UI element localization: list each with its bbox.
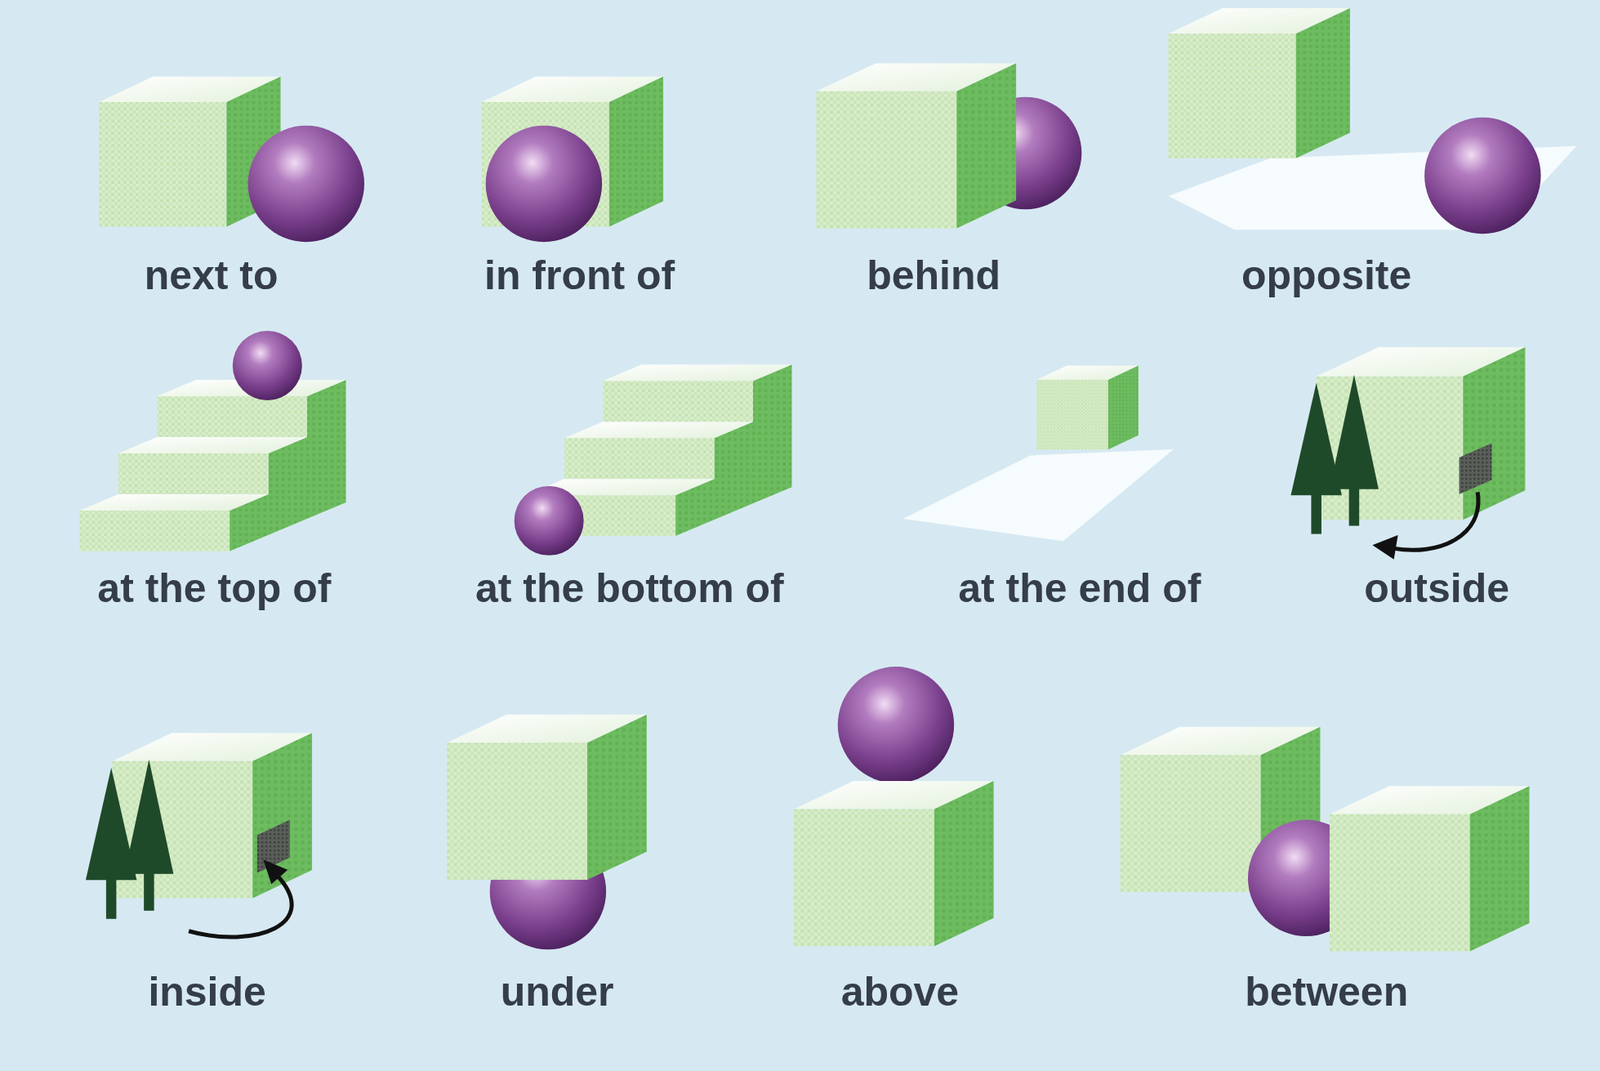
scene-outside <box>1290 347 1525 560</box>
scene-under <box>446 714 647 950</box>
preposition-label: in front of <box>484 253 675 299</box>
scene-behind <box>815 62 1082 228</box>
scene-at-the-end-of <box>903 365 1174 541</box>
preposition-label: above <box>841 969 960 1015</box>
scene-in-front-of <box>481 76 664 242</box>
scene-next-to <box>98 76 365 242</box>
scene-above <box>793 666 994 946</box>
scene-inside <box>85 732 312 937</box>
preposition-label: under <box>500 969 615 1015</box>
scene-between <box>1120 726 1530 952</box>
preposition-label: outside <box>1363 566 1510 611</box>
scene-opposite <box>1168 8 1578 234</box>
preposition-label: between <box>1244 969 1409 1015</box>
scene-at-the-bottom-of <box>514 364 793 556</box>
scene-at-the-top-of <box>79 330 346 552</box>
preposition-label: at the top of <box>97 566 331 611</box>
preposition-label: next to <box>144 253 279 299</box>
preposition-label: opposite <box>1241 253 1412 299</box>
preposition-label: at the bottom of <box>475 566 785 611</box>
preposition-label: at the end of <box>958 566 1201 611</box>
preposition-label: behind <box>866 253 1001 299</box>
preposition-label: inside <box>147 969 266 1015</box>
